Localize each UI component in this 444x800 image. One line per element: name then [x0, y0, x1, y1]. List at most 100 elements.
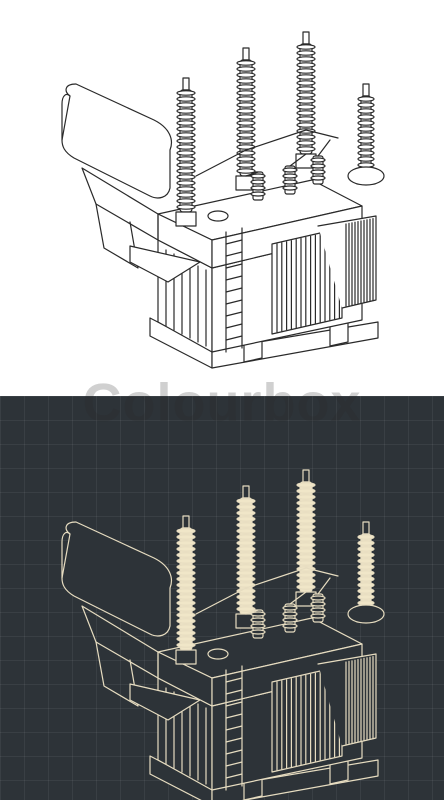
ladder-rung — [225, 287, 243, 293]
bushing-shed — [176, 108, 196, 114]
bushing-shed — [176, 564, 196, 570]
ct-ring — [347, 166, 385, 186]
bushing-shed — [357, 114, 375, 120]
bushing-shed — [176, 636, 196, 642]
ladder-rung — [225, 335, 243, 341]
frame-platform — [129, 245, 201, 283]
bushing-shed — [236, 546, 256, 552]
bushing-shed — [357, 156, 375, 162]
bushing-shed — [236, 570, 256, 576]
bushing-shed — [236, 534, 256, 540]
aux-shed — [250, 191, 266, 197]
bushing-shed — [296, 506, 316, 512]
bushing-shed — [236, 600, 256, 606]
bushing-shed — [357, 138, 375, 144]
light-drawing-panel — [0, 0, 444, 396]
aux-shed — [282, 179, 298, 185]
bushing-terminal — [302, 31, 310, 45]
bushing-shed — [176, 594, 196, 600]
bushing-shed — [357, 144, 375, 150]
bushing-shed — [176, 642, 196, 648]
manhole-lid — [207, 648, 229, 660]
conservator-tank — [61, 83, 173, 199]
bushing-terminal — [182, 77, 190, 91]
bushing-shed — [176, 156, 196, 162]
aux-shed — [310, 157, 326, 163]
transformer-group — [61, 469, 385, 800]
bushing-shed — [236, 126, 256, 132]
bushing-shed — [176, 576, 196, 582]
bushing-shed — [176, 192, 196, 198]
bushing-shed — [176, 624, 196, 630]
bushing-shed — [357, 570, 375, 576]
bushing-shed — [296, 80, 316, 86]
bushing-shed — [296, 500, 316, 506]
conductor-wire — [195, 567, 339, 615]
ladder-rung — [225, 737, 243, 743]
bushing-shed — [357, 558, 375, 564]
bushing-shed — [296, 86, 316, 92]
bushing-shed — [357, 582, 375, 588]
bushing-terminal — [182, 515, 190, 529]
conservator-end — [61, 531, 71, 579]
bushing-shed — [176, 144, 196, 150]
transformer-group — [61, 31, 385, 369]
bushing-shed — [176, 570, 196, 576]
bushing-shed — [176, 150, 196, 156]
bushing-shed — [236, 564, 256, 570]
frame-leg — [95, 203, 139, 269]
bushing-shed — [296, 62, 316, 68]
ladder-rung — [225, 239, 243, 245]
bushing-shed — [296, 68, 316, 74]
bushing-shed — [236, 582, 256, 588]
bushing-shed — [176, 552, 196, 558]
bushing-shed — [236, 510, 256, 516]
bushing-shed — [296, 122, 316, 128]
bushing-shed — [176, 162, 196, 168]
conductor-wire — [195, 129, 339, 177]
aux-shed — [250, 179, 266, 185]
bushing-shed — [236, 576, 256, 582]
bushing-shed — [296, 560, 316, 566]
bushing-shed — [236, 66, 256, 72]
conductor-drops — [245, 577, 331, 615]
bushing-shed — [176, 138, 196, 144]
bushing-shed — [236, 522, 256, 528]
aux-shed — [282, 185, 298, 191]
bushing-shed — [236, 84, 256, 90]
bushing-shed — [296, 584, 316, 590]
aux-shed — [250, 617, 266, 623]
bushing-shed — [176, 612, 196, 618]
bushing-terminal — [302, 469, 310, 483]
manhole-lid — [207, 210, 229, 222]
bushing-shed — [236, 540, 256, 546]
bushing-shed — [176, 198, 196, 204]
bushing-shed — [236, 78, 256, 84]
bushing-shed — [357, 576, 375, 582]
aux-shed — [282, 611, 298, 617]
ladder-rung — [225, 689, 243, 695]
bushing-shed — [296, 488, 316, 494]
conductor-drops — [245, 139, 331, 177]
aux-shed — [250, 611, 266, 617]
bushing-shed — [236, 528, 256, 534]
aux-shed — [310, 613, 326, 619]
bushing-shed — [236, 144, 256, 150]
bushing-shed — [357, 96, 375, 102]
frame-platform — [129, 683, 201, 721]
ladder-rung — [225, 299, 243, 305]
bushing-shed — [296, 50, 316, 56]
bushing-shed — [236, 558, 256, 564]
bushing-terminal — [362, 83, 370, 97]
bushing-shed — [176, 96, 196, 102]
bushing-shed — [176, 606, 196, 612]
ladder-rung — [225, 773, 243, 779]
bushing-flange — [175, 649, 197, 665]
bushing-shed — [296, 146, 316, 152]
bushing-shed — [176, 534, 196, 540]
bushing-shed — [236, 132, 256, 138]
bushing-shed — [357, 534, 375, 540]
aux-shed — [250, 623, 266, 629]
aux-shed — [282, 617, 298, 623]
bushing-shed — [296, 98, 316, 104]
